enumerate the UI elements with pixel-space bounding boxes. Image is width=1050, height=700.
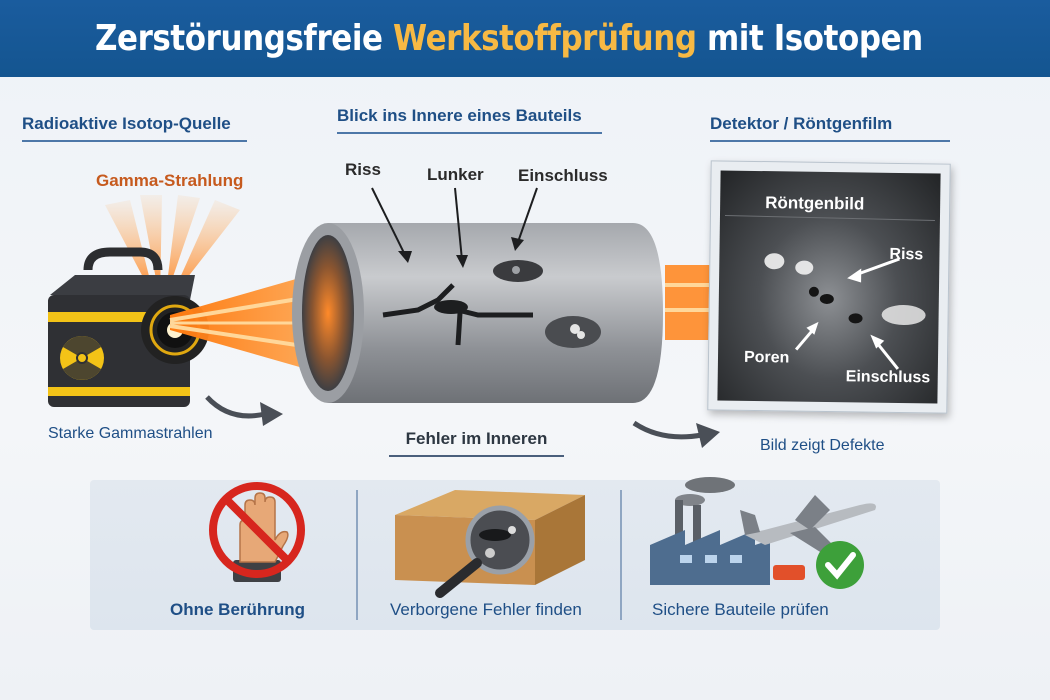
xray-defects-icon <box>724 215 935 370</box>
film-label-riss: Riss <box>889 245 924 264</box>
pipe-component-icon <box>292 223 663 403</box>
no-touch-hand-icon <box>209 482 305 582</box>
xray-film: Röntgenbild Riss Poren Einschluss <box>707 160 951 414</box>
title-highlight: Werkstoffprüfung <box>392 18 697 59</box>
curved-arrow-icon <box>205 395 283 426</box>
gamma-label: Gamma-Strahlung <box>96 171 244 190</box>
source-heading: Radioaktive Isotop-Quelle <box>22 114 247 142</box>
divider <box>620 490 622 620</box>
film-label-einschluss: Einschluss <box>845 368 931 387</box>
detector-caption: Bild zeigt Defekte <box>760 437 885 454</box>
curved-arrow-icon <box>632 420 720 448</box>
page-title: Zerstörungsfreie Werkstoffprüfung mit Is… <box>95 18 923 59</box>
benefit-label: Sichere Bauteile prüfen <box>652 600 829 619</box>
gamma-beam-icon <box>169 275 311 370</box>
defect-label-riss: Riss <box>345 160 381 179</box>
component-heading: Blick ins Innere eines Bauteils <box>337 106 602 134</box>
benefit-label: Verborgene Fehler finden <box>390 600 582 619</box>
component-caption: Fehler im Inneren <box>389 429 564 457</box>
divider <box>356 490 358 620</box>
gamma-beam-icon <box>665 265 715 340</box>
film-label-poren: Poren <box>743 348 790 367</box>
pointer-arrows <box>371 187 538 268</box>
factory-airplane-check-icon <box>650 477 876 589</box>
detector-heading: Detektor / Röntgenfilm <box>710 114 950 142</box>
source-caption: Starke Gammastrahlen <box>48 425 213 442</box>
defect-label-einschluss: Einschluss <box>518 166 608 185</box>
title-banner: Zerstörungsfreie Werkstoffprüfung mit Is… <box>0 0 1050 77</box>
benefit-label: Ohne Berührung <box>170 600 306 619</box>
defect-label-lunker: Lunker <box>427 165 484 184</box>
magnifier-box-icon <box>395 490 585 598</box>
